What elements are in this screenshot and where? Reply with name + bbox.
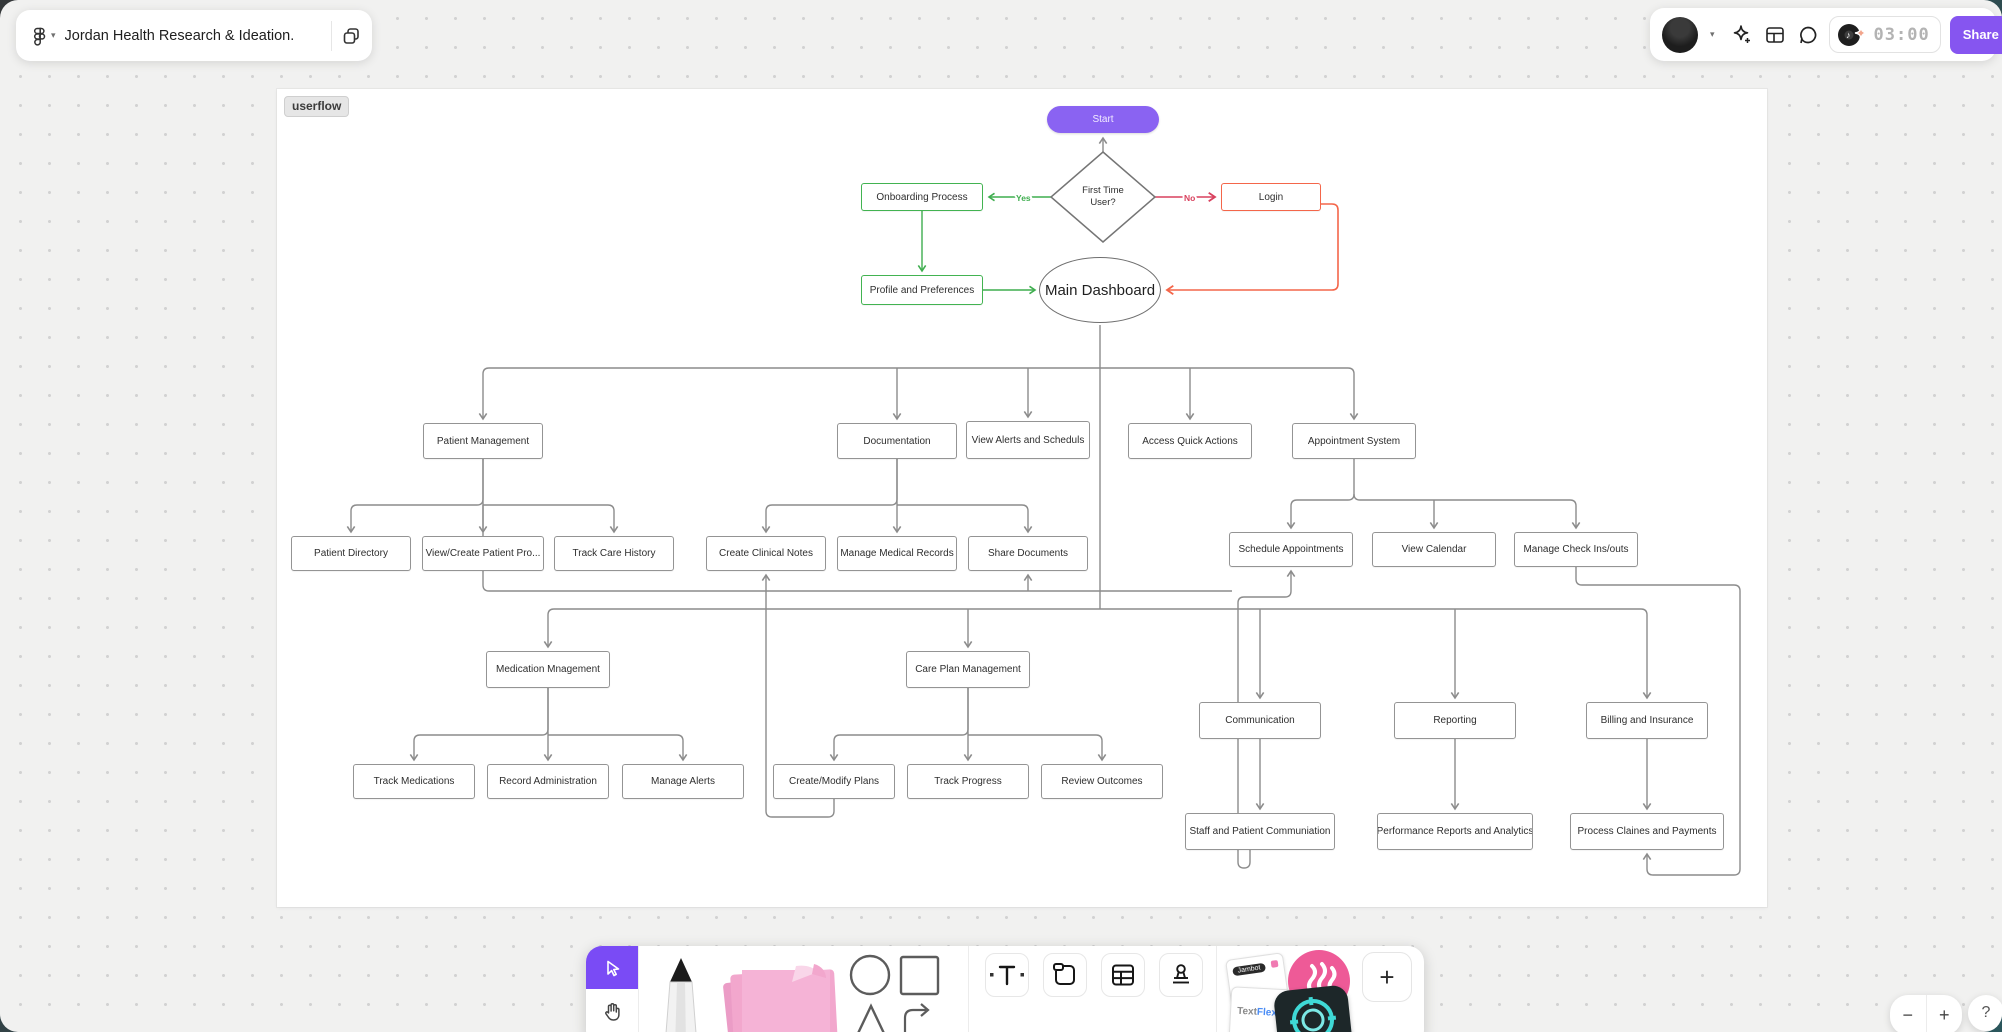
flow-node-manage-medical-records[interactable]: Manage Medical Records (837, 536, 957, 571)
flow-node-create-clinical-notes[interactable]: Create Clinical Notes (706, 536, 826, 571)
tools-toolbar: Jambot TextFlex + (586, 946, 1424, 1032)
cursor-icon (607, 960, 620, 976)
flow-node-create-modify-plans[interactable]: Create/Modify Plans (773, 764, 895, 799)
share-button[interactable]: Share (1949, 15, 2002, 54)
text-icon (990, 965, 1024, 986)
flow-node-track-progress[interactable]: Track Progress (907, 764, 1029, 799)
flow-node-appointment-system[interactable]: Appointment System (1292, 423, 1416, 459)
flow-node-documentation[interactable]: Documentation (837, 423, 957, 459)
flow-node-share-documents[interactable]: Share Documents (968, 536, 1088, 571)
music-timer-widget[interactable]: ♪ 03:00 (1828, 16, 1941, 53)
connector-arrow-icon (903, 1003, 930, 1032)
flow-node-view-calendar[interactable]: View Calendar (1372, 532, 1496, 567)
widgets-cluster[interactable]: Jambot TextFlex (1225, 948, 1356, 1032)
circle-shape-icon (849, 954, 891, 996)
flow-node-process-claims-payments[interactable]: Process Claines and Payments (1570, 813, 1724, 850)
flow-node-billing-insurance[interactable]: Billing and Insurance (1586, 702, 1708, 739)
flow-node-record-administration[interactable]: Record Administration (487, 764, 609, 799)
flow-node-patient-directory[interactable]: Patient Directory (291, 536, 411, 571)
flow-node-track-care-history[interactable]: Track Care History (554, 536, 674, 571)
toolbar-divider (638, 946, 639, 1032)
svg-text:♪: ♪ (1846, 30, 1851, 40)
zoom-in-button[interactable]: + (1927, 995, 1963, 1032)
duplicate-icon[interactable] (340, 25, 362, 47)
shapes-tool[interactable] (844, 950, 954, 1032)
stamp-tool[interactable] (1159, 953, 1203, 997)
flow-node-care-plan-management[interactable]: Care Plan Management (906, 651, 1030, 688)
section-icon (1053, 963, 1075, 985)
table-icon (1112, 964, 1134, 986)
select-tool[interactable] (586, 946, 638, 989)
flow-node-profile-preferences[interactable]: Profile and Preferences (861, 275, 983, 305)
flow-node-onboarding[interactable]: Onboarding Process (861, 183, 983, 211)
ai-sparkle-icon[interactable] (1730, 23, 1754, 47)
flow-node-reporting[interactable]: Reporting (1394, 702, 1516, 739)
textflex-label: TextFlex (1236, 1005, 1278, 1019)
templates-icon[interactable] (1763, 23, 1787, 47)
timer-value: 03:00 (1873, 24, 1930, 45)
toolbar-divider (968, 946, 969, 1032)
figma-logo-icon[interactable] (28, 26, 48, 46)
marker-pen-tool[interactable] (648, 952, 714, 1032)
stamp-icon (1173, 964, 1189, 984)
toolbar-divider (1216, 946, 1217, 1032)
header-divider (331, 20, 332, 51)
chevron-down-icon[interactable]: ▾ (51, 30, 56, 40)
flow-node-performance-reports[interactable]: Performance Reports and Analytics (1377, 813, 1533, 850)
sticky-note-tool[interactable] (718, 956, 848, 1032)
flow-node-schedule-appointments[interactable]: Schedule Appointments (1229, 532, 1353, 567)
square-shape-icon (899, 955, 940, 996)
help-button[interactable]: ? (1968, 995, 2002, 1031)
flow-node-login[interactable]: Login (1221, 183, 1321, 211)
triangle-shape-icon (857, 1003, 885, 1032)
file-title[interactable]: Jordan Health Research & Ideation. (64, 27, 295, 44)
flow-node-manage-alerts[interactable]: Manage Alerts (622, 764, 744, 799)
flow-node-start[interactable]: Start (1047, 106, 1159, 133)
zoom-out-button[interactable]: − (1890, 995, 1926, 1032)
dark-app-icon[interactable] (1272, 984, 1354, 1032)
comment-icon[interactable] (1796, 23, 1820, 47)
flow-node-view-create-patient[interactable]: View/Create Patient Pro... (422, 536, 544, 571)
avatar[interactable] (1662, 16, 1698, 53)
frame-title-chip[interactable]: userflow (284, 96, 350, 117)
zoom-controls: − + (1890, 995, 1962, 1032)
avatar-chevron-icon[interactable]: ▾ (1710, 29, 1715, 39)
flow-node-view-alerts[interactable]: View Alerts and Scheduls (966, 421, 1090, 459)
add-widget-button[interactable]: + (1362, 952, 1412, 1002)
flow-node-medication-management[interactable]: Medication Mnagement (486, 651, 610, 688)
collab-header-bar: ▾ ♪ 03:00 Shar (1650, 8, 2002, 61)
zoom-divider (1925, 995, 1927, 1032)
flow-node-quick-actions[interactable]: Access Quick Actions (1128, 423, 1252, 459)
flow-node-communication[interactable]: Communication (1199, 702, 1321, 739)
hand-icon (605, 1002, 620, 1021)
table-tool[interactable] (1101, 953, 1145, 997)
section-tool[interactable] (1043, 953, 1087, 997)
music-disc-icon: ♪ (1837, 23, 1867, 46)
flow-node-patient-management[interactable]: Patient Management (423, 423, 543, 459)
flow-node-manage-checkins[interactable]: Manage Check Ins/outs (1514, 532, 1638, 567)
flow-node-track-medications[interactable]: Track Medications (353, 764, 475, 799)
text-tool[interactable] (985, 953, 1029, 997)
flow-node-review-outcomes[interactable]: Review Outcomes (1041, 764, 1163, 799)
file-header-bar: ▾ Jordan Health Research & Ideation. (16, 10, 372, 61)
flow-node-main-dashboard[interactable]: Main Dashboard (1039, 257, 1161, 323)
hand-tool[interactable] (586, 989, 638, 1032)
flow-node-staff-patient-communication[interactable]: Staff and Patient Communiation (1185, 813, 1335, 850)
jambot-label: Jambot (1232, 962, 1267, 977)
flow-node-first-time-user[interactable]: First Time User? (1082, 185, 1124, 208)
